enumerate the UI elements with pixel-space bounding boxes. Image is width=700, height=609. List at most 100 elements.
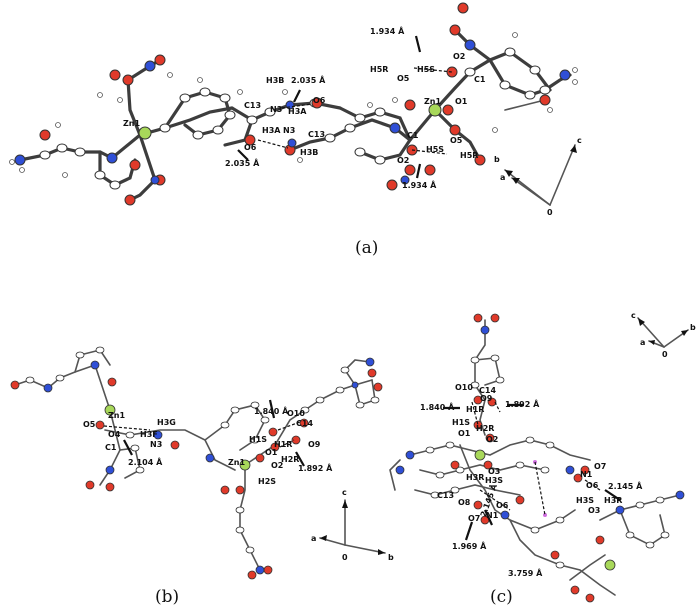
atom-label: O6: [244, 143, 257, 152]
distance-label: 2.035 Å: [291, 75, 326, 85]
panel-b-labels: Zn1 Zn1 O5 O4 C1 H3F H3G N3 H1S H1R O1 O…: [83, 406, 333, 486]
atom-label: C13: [437, 491, 454, 500]
atom-label: O10: [455, 383, 473, 392]
atom-label: H1R: [274, 440, 292, 449]
atom-label: O3: [588, 506, 600, 515]
axis-a-label: a: [640, 338, 645, 347]
atom-label: O8: [458, 498, 471, 507]
atom-label: O4: [108, 430, 121, 439]
atom-label: H3S: [485, 476, 503, 485]
distance-label: 1.892 Å: [298, 463, 333, 473]
atom-label: O5: [397, 74, 410, 83]
atom-label: O2: [486, 435, 498, 444]
distance-label: 2.035 Å: [225, 158, 260, 168]
atom-label: H5R: [460, 151, 478, 160]
panel-c-caption: (c): [490, 587, 513, 607]
atom-label: C1: [474, 75, 486, 84]
atom-label: H3R: [604, 496, 622, 505]
distance-label: 1.969 Å: [452, 541, 487, 551]
panel-c-hbonds: [471, 401, 601, 516]
axis-c-label: c: [577, 136, 582, 145]
distance-label: 1.892 Å: [505, 399, 540, 409]
atom-label: O10: [287, 409, 305, 418]
panel-a-arrows: [237, 35, 422, 179]
panel-a-axes: a b c 0: [494, 136, 582, 217]
panel-b-axes: a b c 0: [311, 488, 394, 562]
atom-label: H1S: [452, 418, 470, 427]
distance-label: 1.840 Å: [420, 402, 455, 412]
atom-label: H3A: [288, 107, 307, 116]
atom-label: C13: [244, 101, 261, 110]
atom-label: H2R: [476, 424, 494, 433]
panel-c-atoms: [395, 313, 685, 603]
panel-b-arrows: [123, 399, 305, 467]
atom-label: H3B: [266, 76, 284, 85]
panel-c-molecule: [389, 319, 681, 596]
atom-label: O1: [458, 429, 471, 438]
panel-c-arrows: [443, 403, 621, 541]
atom-label: O9: [480, 394, 493, 403]
atom-label: O1: [265, 448, 278, 457]
atom-label: H3G: [157, 418, 176, 427]
atom-label: H1S: [249, 435, 267, 444]
distance-label: 1.840 Å: [254, 406, 289, 416]
atom-label: O1: [455, 97, 468, 106]
distance-label: 1.934 Å: [370, 26, 405, 36]
axis-b-label: b: [388, 553, 394, 562]
atom-label: N3: [283, 126, 295, 135]
atom-label: O6: [313, 96, 326, 105]
panel-b-atoms: [10, 346, 383, 580]
atom-label: N1: [486, 511, 499, 520]
panel-a-labels: Zn1 Zn1 C13 C13 H3B H3B N3 N3 H3A H3A O6…: [123, 26, 486, 190]
axis-origin-label: 0: [547, 208, 553, 217]
atom-label: H3S: [576, 496, 594, 505]
panel-c: O10 C14 O9 H1R H1S O1 H2R O2 O3 H3R H3S …: [389, 311, 696, 607]
atom-label: H5S: [426, 145, 444, 154]
distance-label: 2.145 Å: [608, 481, 643, 491]
panel-a-caption: (a): [355, 238, 378, 258]
atom-label: N1: [580, 470, 593, 479]
atom-label: Zn1: [108, 411, 125, 420]
atom-label: O9: [308, 440, 321, 449]
atom-label: H5R: [370, 65, 388, 74]
atom-label: O6: [586, 481, 599, 490]
atom-label: H2R: [281, 455, 299, 464]
panel-a-hbonds: [257, 67, 453, 155]
atom-label: O2: [271, 461, 283, 470]
panel-b: Zn1 Zn1 O5 O4 C1 H3F H3G N3 H1S H1R O1 O…: [10, 346, 394, 607]
atom-label: H2S: [258, 477, 276, 486]
atom-label: H3R: [466, 473, 484, 482]
axis-b-label: b: [690, 323, 696, 332]
panel-b-molecule: [14, 349, 376, 571]
atom-label: O2: [453, 52, 465, 61]
atom-label: C1: [407, 131, 419, 140]
axis-origin-label: 0: [342, 553, 348, 562]
atom-label: Zn1: [123, 119, 140, 128]
axis-a-label: a: [311, 534, 316, 543]
atom-label: O7: [594, 462, 606, 471]
axis-c-label: c: [631, 311, 636, 320]
panel-c-labels: O10 C14 O9 H1R H1S O1 H2R O2 O3 H3R H3S …: [420, 383, 643, 578]
atom-label: H1R: [466, 405, 484, 414]
atom-label: O6: [496, 501, 509, 510]
atom-label: Zn1: [424, 97, 441, 106]
atom-label: H5S: [417, 65, 435, 74]
atom-label: H3F: [140, 430, 158, 439]
atom-label: O3: [488, 467, 500, 476]
axis-b-label: b: [494, 155, 500, 164]
atom-label: N3: [150, 440, 162, 449]
panel-c-axes: a b c 0: [631, 311, 696, 359]
atom-label: C14: [479, 386, 496, 395]
atom-label: C13: [308, 130, 325, 139]
atom-label: H3B: [300, 148, 318, 157]
atom-label: C14: [296, 419, 313, 428]
panel-a-molecule: [9, 2, 578, 206]
atom-label: O7: [468, 514, 480, 523]
atom-label: H3A: [262, 126, 281, 135]
distance-label: 3.759 Å: [508, 568, 543, 578]
axis-origin-label: 0: [662, 350, 668, 359]
atom-label: C1: [105, 443, 117, 452]
distance-label: 2.104 Å: [128, 457, 163, 467]
distance-label: 1.934 Å: [402, 180, 437, 190]
